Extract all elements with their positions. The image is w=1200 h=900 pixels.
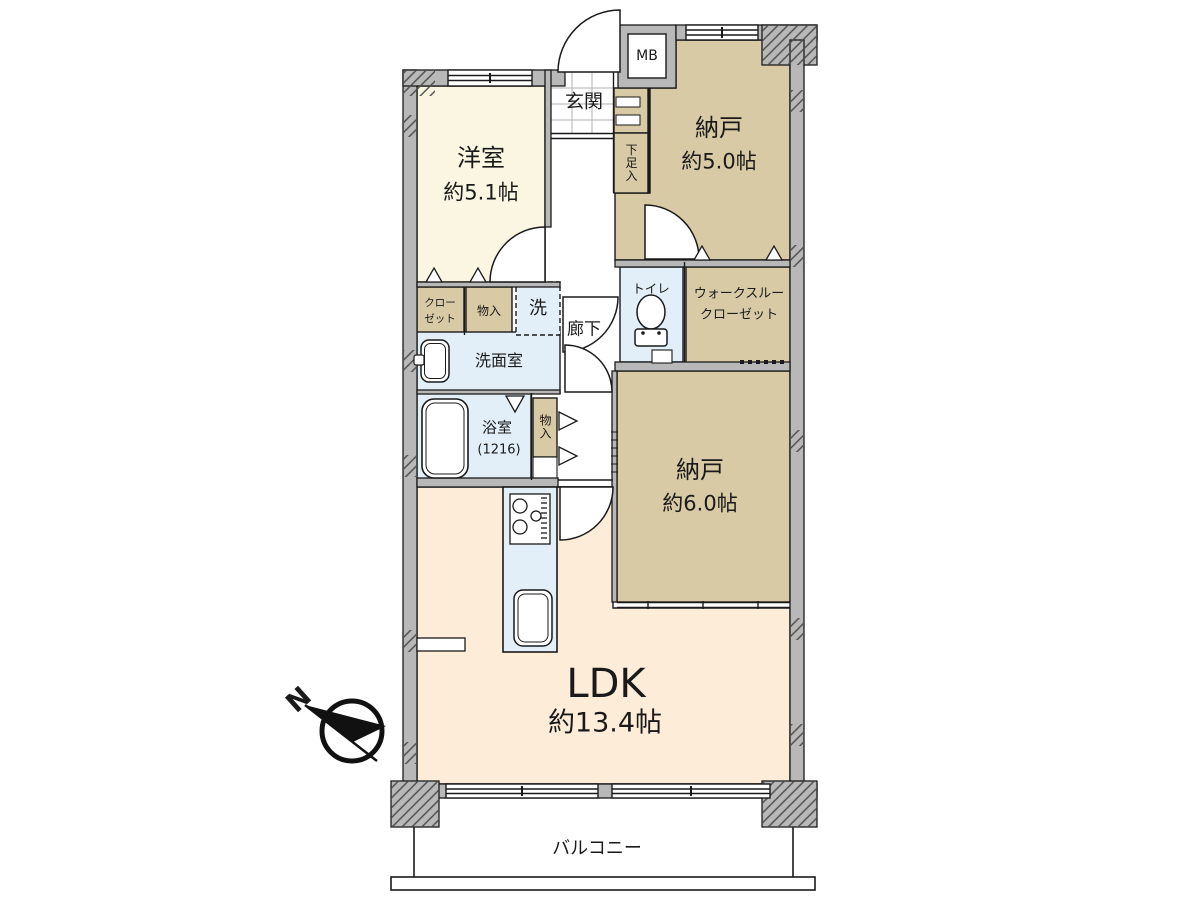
balcony-outline xyxy=(390,827,816,891)
toilet-icon xyxy=(634,294,673,364)
toilet-door xyxy=(564,344,613,393)
ldk-label: LDK xyxy=(566,661,646,707)
ldk-door xyxy=(559,486,614,541)
hallway-label: 廊下 xyxy=(567,319,601,340)
storage-room5-size: 約5.0帖 xyxy=(681,149,757,174)
western-room-door xyxy=(489,226,546,283)
washbasin-icon xyxy=(413,339,450,383)
stove-icon xyxy=(509,493,551,545)
washer-space xyxy=(515,281,561,336)
shoe-shelf xyxy=(613,87,649,134)
shoe-cabinet xyxy=(613,132,649,194)
ldk-size: 約13.4帖 xyxy=(547,707,663,739)
storage-upper-floor xyxy=(465,286,513,336)
storage-room6-floor xyxy=(616,370,791,603)
closet-floor xyxy=(416,286,465,336)
balcony-label: バルコニー xyxy=(552,838,642,859)
bathroom-label: 浴室 xyxy=(481,418,513,437)
walkthrough-closet-floor xyxy=(685,266,791,365)
bathtub-icon xyxy=(421,398,469,479)
washer-label: 洗 xyxy=(529,298,547,319)
storage-upper-label: 物入 xyxy=(476,304,502,318)
closet-label-2: ゼット xyxy=(424,312,456,325)
wall-hatching xyxy=(391,25,817,827)
storage-room6-label: 納戸 xyxy=(676,456,724,484)
door-swings xyxy=(489,9,700,541)
meter-box xyxy=(627,33,667,79)
western-room-size: 約5.1帖 xyxy=(443,180,519,205)
storage-lower-label: 物入 xyxy=(538,414,552,440)
entrance-label: 玄関 xyxy=(564,90,604,113)
north-arrow xyxy=(305,705,386,742)
entrance-tiles xyxy=(551,72,613,140)
shoe-cabinet-label: 下足入 xyxy=(624,143,638,183)
meter-box-label: MB xyxy=(636,48,658,64)
shelf-dots xyxy=(740,360,784,364)
bathroom-size: (1216) xyxy=(477,442,521,458)
ldk-counter xyxy=(416,637,466,652)
storage-lower-floor xyxy=(532,397,558,458)
windows xyxy=(445,24,771,799)
kitchen-sink-icon xyxy=(513,589,553,647)
washroom-label: 洗面室 xyxy=(474,351,524,370)
toilet-label: トイレ xyxy=(632,280,670,296)
walkthrough-closet-label-2: クローゼット xyxy=(699,307,779,323)
partition-lines xyxy=(463,72,790,609)
walkthrough-closet-label-1: ウォークスルー xyxy=(693,286,785,302)
entrance-door xyxy=(557,9,621,73)
storage-room6-size: 約6.0帖 xyxy=(662,491,738,516)
folding-door-marks xyxy=(424,244,784,467)
closet-label-1: クロー xyxy=(424,296,456,309)
storage-room5-label: 納戸 xyxy=(695,114,743,142)
kitchen-counter xyxy=(502,486,558,653)
western-room-label: 洋室 xyxy=(457,144,505,172)
north-compass xyxy=(304,698,386,764)
fixtures xyxy=(413,294,673,653)
sliding-door-marks xyxy=(611,431,618,473)
